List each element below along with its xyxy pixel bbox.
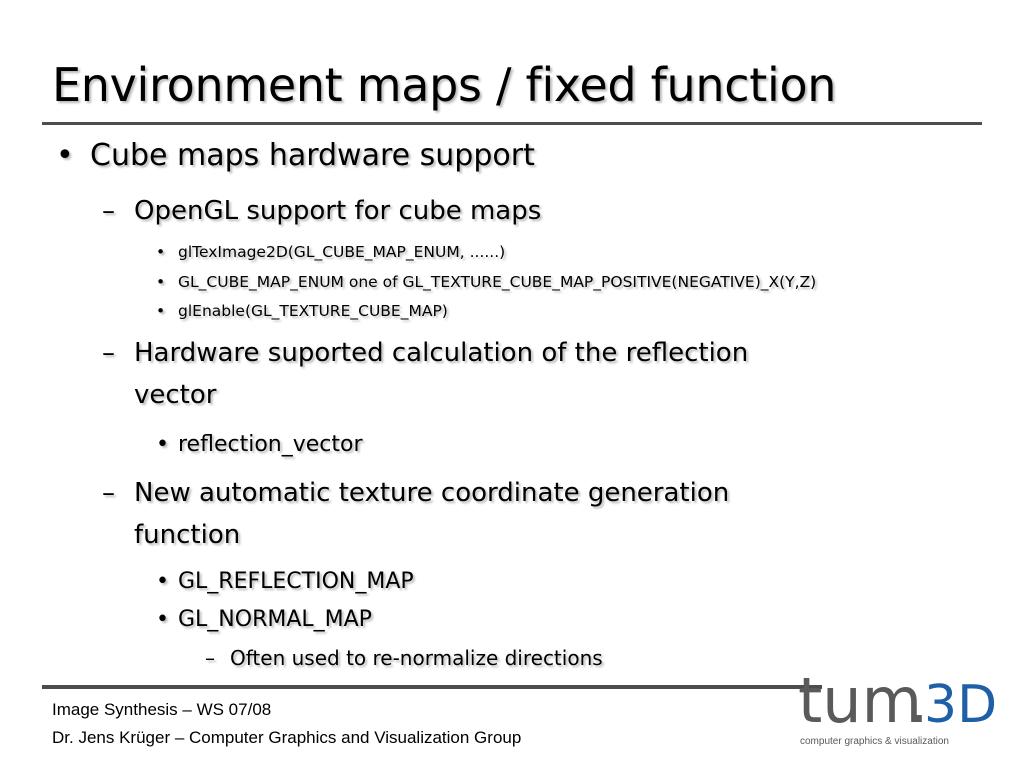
bullet-marker: • bbox=[156, 432, 169, 457]
code-bullet-item: • GL_NORMAL_MAP bbox=[156, 607, 372, 632]
sub-bullet-text-continuation: vector bbox=[134, 380, 217, 410]
sub-bullet-item: –OpenGL support for cube maps bbox=[102, 196, 541, 226]
logo-tagline: computer graphics & visualization bbox=[800, 736, 949, 747]
code-bullet-text: GL_NORMAL_MAP bbox=[178, 607, 372, 632]
code-bullet-text: glEnable(GL_TEXTURE_CUBE_MAP) bbox=[178, 302, 448, 320]
sub-bullet-text-continuation: function bbox=[134, 520, 241, 550]
sub-bullet-item: –Hardware suported calculation of the re… bbox=[102, 338, 748, 368]
bullet-item: • Cube maps hardware support bbox=[56, 138, 535, 173]
dash-marker: – bbox=[102, 196, 115, 226]
dash-marker: – bbox=[102, 338, 115, 368]
footer-course: Image Synthesis – WS 07/08 bbox=[52, 700, 272, 719]
tum3d-logo: tum . 3D bbox=[798, 664, 996, 737]
sub-bullet-item: –New automatic texture coordinate genera… bbox=[102, 478, 729, 508]
sub-bullet-text: OpenGL support for cube maps bbox=[134, 196, 542, 226]
dash-marker: – bbox=[205, 646, 215, 670]
code-bullet-text: glTexImage2D(GL_CUBE_MAP_ENUM, ......) bbox=[178, 243, 506, 261]
bullet-marker: • bbox=[56, 138, 74, 173]
code-bullet-text: reflection_vector bbox=[178, 432, 363, 457]
code-bullet-item: • glEnable(GL_TEXTURE_CUBE_MAP) bbox=[156, 302, 448, 320]
logo-tum: tum bbox=[798, 664, 922, 737]
bullet-marker: • bbox=[156, 273, 166, 291]
slide-title: Environment maps / fixed function bbox=[52, 58, 837, 112]
code-bullet-item: • reflection_vector bbox=[156, 432, 363, 457]
logo-3d: 3D bbox=[924, 675, 996, 735]
footer-author: Dr. Jens Krüger – Computer Graphics and … bbox=[52, 728, 522, 747]
logo-dot: . bbox=[910, 671, 928, 736]
dash-marker: – bbox=[102, 478, 115, 508]
title-divider bbox=[42, 122, 982, 125]
code-bullet-item: • GL_CUBE_MAP_ENUM one of GL_TEXTURE_CUBE… bbox=[156, 273, 816, 291]
sub-bullet-text: Hardware suported calculation of the ref… bbox=[134, 338, 749, 368]
bullet-marker: • bbox=[156, 607, 169, 632]
code-bullet-text: GL_CUBE_MAP_ENUM one of GL_TEXTURE_CUBE_… bbox=[178, 273, 817, 291]
sub-bullet-text: New automatic texture coordinate generat… bbox=[134, 478, 730, 508]
sub-sub-bullet-text: Often used to re-normalize directions bbox=[230, 646, 603, 670]
code-bullet-text: GL_REFLECTION_MAP bbox=[178, 569, 414, 594]
bullet-marker: • bbox=[156, 569, 169, 594]
bullet-text: Cube maps hardware support bbox=[90, 138, 535, 173]
sub-sub-bullet-item: –Often used to re-normalize directions bbox=[205, 646, 603, 670]
code-bullet-item: • GL_REFLECTION_MAP bbox=[156, 569, 414, 594]
bullet-marker: • bbox=[156, 302, 166, 320]
footer-divider bbox=[42, 685, 822, 689]
bullet-marker: • bbox=[156, 243, 166, 261]
code-bullet-item: • glTexImage2D(GL_CUBE_MAP_ENUM, ......) bbox=[156, 243, 505, 261]
